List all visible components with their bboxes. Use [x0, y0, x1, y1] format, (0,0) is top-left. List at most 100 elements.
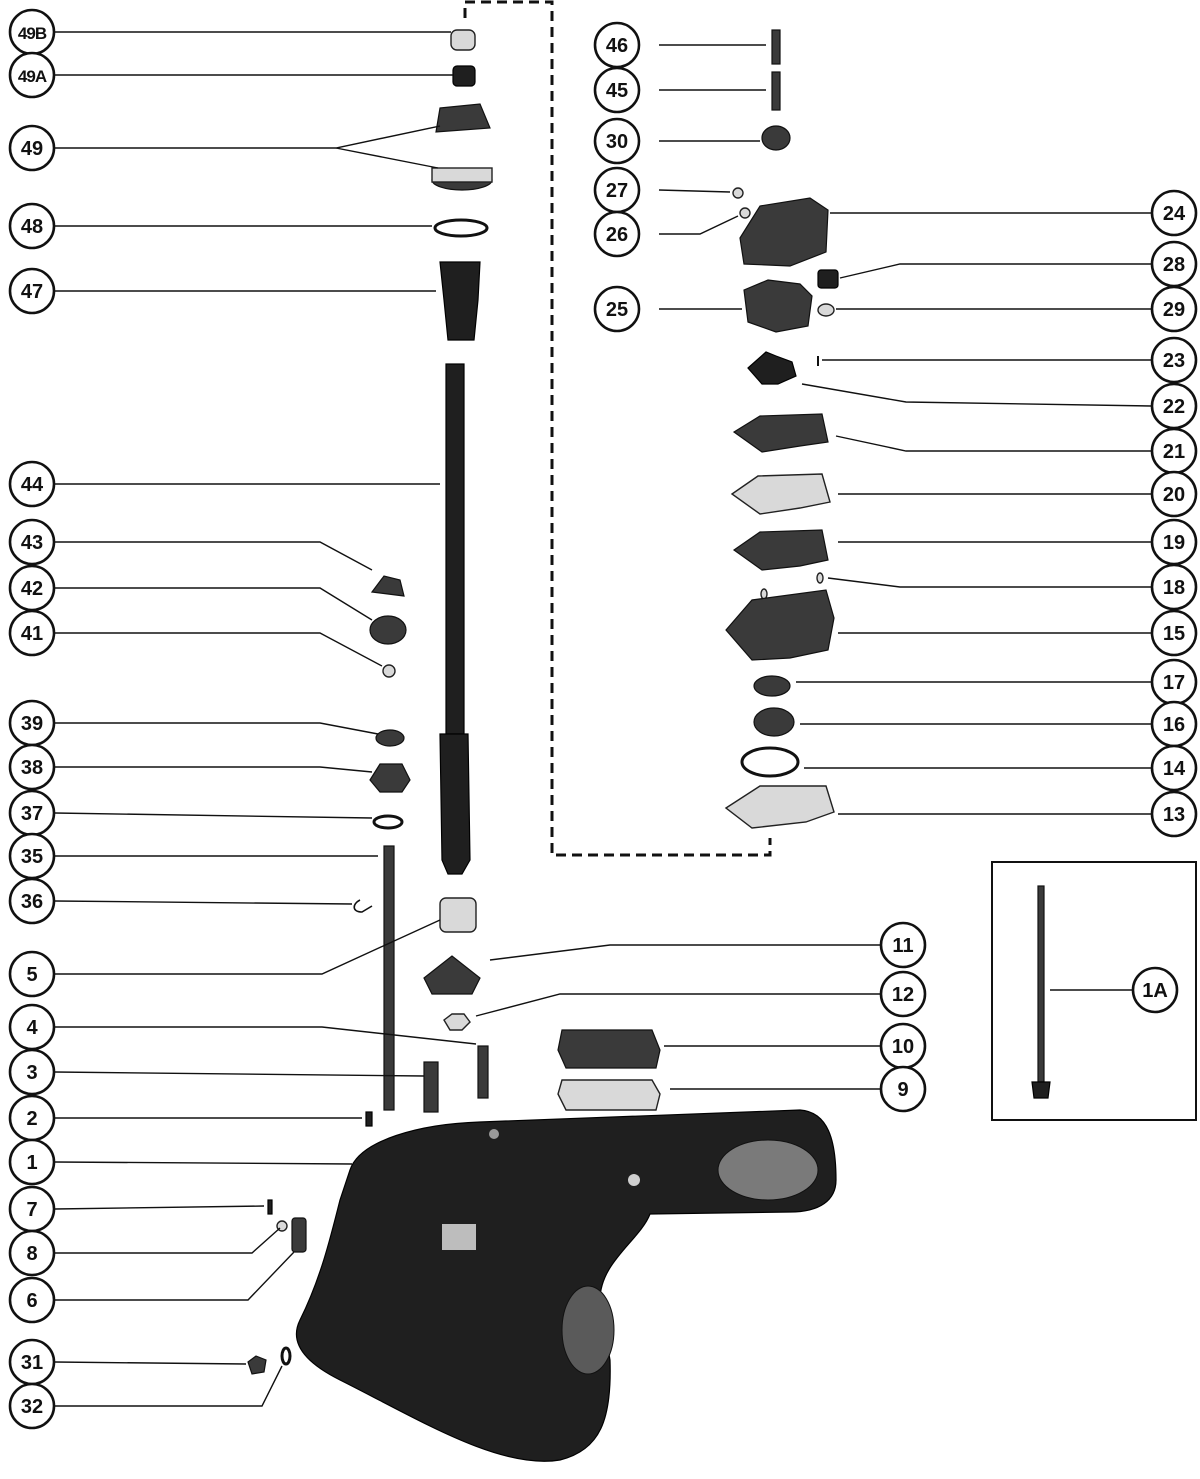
callout-28: 28 — [1150, 240, 1198, 288]
callout-38: 38 — [8, 743, 56, 791]
callout-25: 25 — [593, 285, 641, 333]
callout-35: 35 — [8, 832, 56, 880]
part-10-trim-plate — [557, 1029, 661, 1069]
callout-30: 30 — [593, 117, 641, 165]
part-26-washer — [739, 207, 751, 219]
part-1-logo-mark — [442, 1224, 476, 1250]
part-19-gasket — [732, 529, 829, 571]
part-49b-needle-bearing — [450, 29, 476, 51]
callout-circle — [593, 66, 641, 114]
dashed-assembly-connector — [463, 0, 772, 857]
callout-circle — [1150, 744, 1198, 792]
part-7-screw — [267, 1199, 273, 1215]
part-20-plate — [730, 473, 831, 515]
part-49-tapered-bearing — [435, 103, 491, 133]
callout-circle — [8, 124, 56, 172]
part-45-stud — [771, 71, 781, 111]
part-22-impeller — [747, 351, 797, 385]
callout-circle — [1150, 336, 1198, 384]
callout-circle — [593, 210, 641, 258]
callout-12: 12 — [879, 970, 927, 1018]
part-5-bushing — [439, 897, 477, 933]
callout-26: 26 — [593, 210, 641, 258]
callout-label: 2 — [26, 1108, 37, 1130]
part-1a-stud-head — [1031, 1081, 1051, 1099]
callout-label: 49B — [18, 24, 47, 43]
callout-15: 15 — [1150, 609, 1198, 657]
callout-20: 20 — [1150, 470, 1198, 518]
callout-circle — [1150, 470, 1198, 518]
callout-37: 37 — [8, 789, 56, 837]
callout-label: 47 — [21, 281, 43, 303]
callout-circle — [8, 609, 56, 657]
callout-41: 41 — [8, 609, 56, 657]
callout-46: 46 — [593, 21, 641, 69]
part-12-nut — [443, 1013, 471, 1031]
callout-label: 24 — [1163, 203, 1186, 225]
callout-label: 10 — [892, 1036, 914, 1058]
part-41-washer — [382, 664, 396, 678]
callout-circle — [8, 202, 56, 250]
part-18-pin — [816, 572, 824, 584]
callout-circle — [8, 1276, 56, 1324]
callout-label: 43 — [21, 532, 43, 554]
callout-39: 39 — [8, 699, 56, 747]
callout-circle — [8, 267, 56, 315]
part-27-nut — [732, 187, 744, 199]
part-9-gasket — [557, 1079, 661, 1111]
part-39-washer — [375, 729, 405, 747]
callout-label: 9 — [897, 1079, 908, 1101]
callout-circle — [1150, 189, 1198, 237]
callout-44: 44 — [8, 460, 56, 508]
callout-circle — [8, 950, 56, 998]
part-36-spring-clip — [353, 899, 373, 913]
callout-label: 25 — [606, 299, 628, 321]
callout-label: 14 — [1163, 758, 1186, 780]
callout-label: 45 — [606, 80, 628, 102]
callout-label: 49A — [18, 67, 47, 86]
callout-circle — [1150, 563, 1198, 611]
callout-label: 32 — [21, 1396, 43, 1418]
callout-label: 1A — [1142, 980, 1168, 1002]
part-14-o-ring — [740, 746, 800, 778]
part-25-impeller-liner — [743, 279, 813, 333]
part-15-pump-base — [725, 589, 835, 661]
callout-label: 41 — [21, 623, 43, 645]
part-17-seal — [753, 675, 791, 697]
part-32-gasket — [280, 1346, 292, 1366]
part-1a-long-stud — [1037, 885, 1045, 1083]
callout-8: 8 — [8, 1229, 56, 1277]
callout-label: 21 — [1163, 441, 1185, 463]
callout-label: 11 — [892, 935, 913, 957]
part-1-propeller-bore — [561, 1285, 615, 1375]
callout-circle — [879, 970, 927, 1018]
callout-1: 1 — [8, 1138, 56, 1186]
callout-label: 5 — [26, 964, 37, 986]
part-16-seal — [753, 707, 795, 737]
callout-label: 1 — [26, 1152, 37, 1174]
callout-36: 36 — [8, 877, 56, 925]
part-2-pin — [365, 1111, 373, 1127]
callout-43: 43 — [8, 518, 56, 566]
callout-label: 42 — [21, 578, 43, 600]
part-6-spring — [291, 1217, 307, 1253]
callout-13: 13 — [1150, 790, 1198, 838]
callout-circle — [8, 877, 56, 925]
part-38-pinion-housing — [369, 763, 411, 793]
callout-6: 6 — [8, 1276, 56, 1324]
callout-label: 20 — [1163, 484, 1185, 506]
callout-circle — [593, 117, 641, 165]
callout-label: 39 — [21, 713, 43, 735]
callout-label: 15 — [1163, 623, 1185, 645]
callout-47: 47 — [8, 267, 56, 315]
callouts: 49B49A4948474443424139383735365432178631… — [8, 8, 1198, 1430]
part-46-stud — [771, 29, 781, 65]
callout-23: 23 — [1150, 336, 1198, 384]
callout-18: 18 — [1150, 563, 1198, 611]
callout-label: 26 — [606, 224, 628, 246]
parts-artwork — [247, 0, 1197, 1462]
callout-circle — [8, 51, 56, 99]
callout-circle — [8, 1048, 56, 1096]
callout-29: 29 — [1150, 285, 1198, 333]
callout-label: 7 — [26, 1199, 37, 1221]
